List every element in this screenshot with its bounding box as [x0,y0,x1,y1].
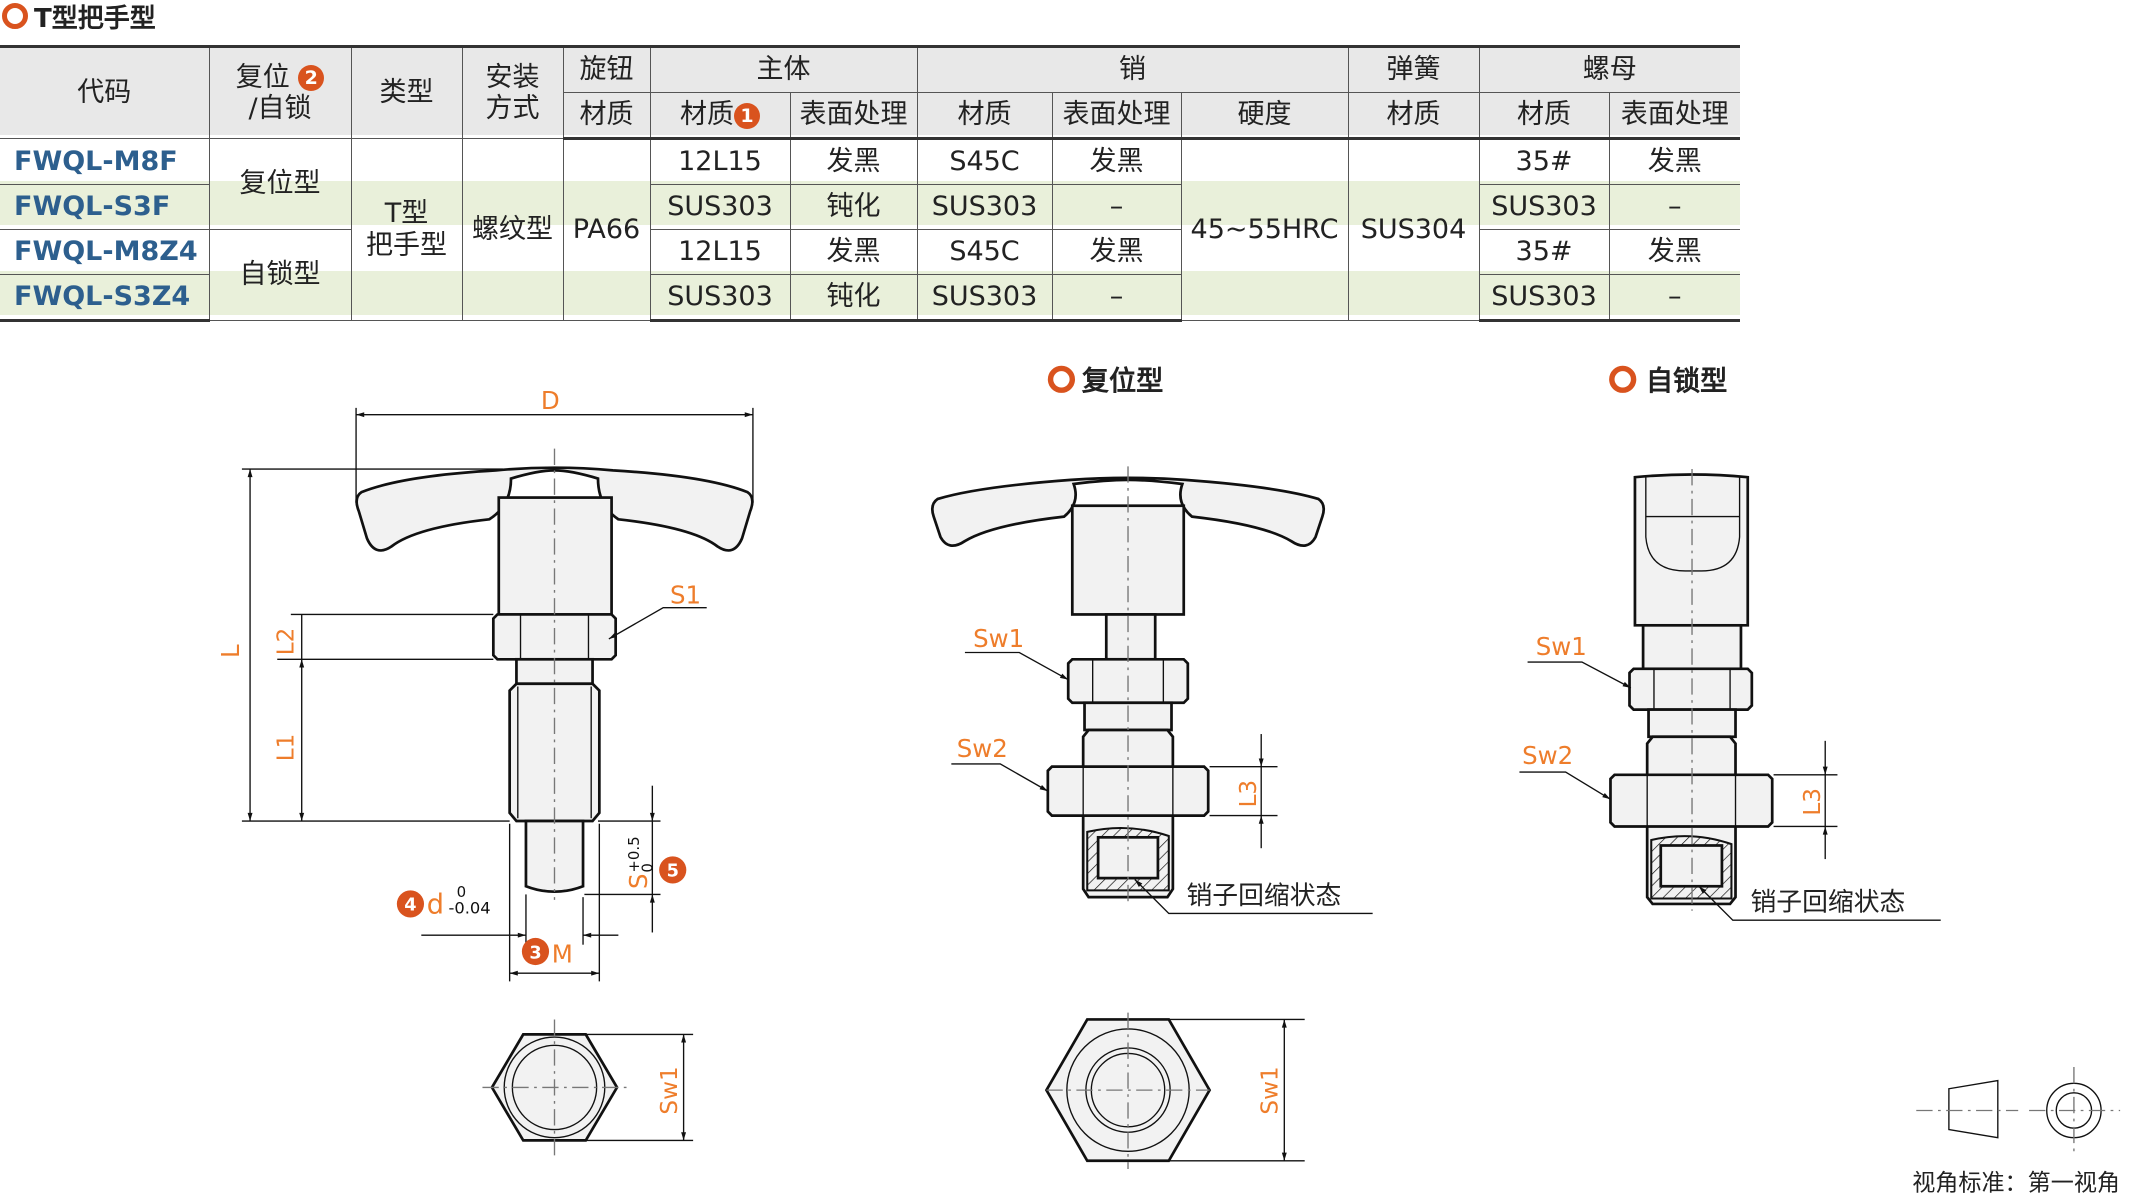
projection-label: 视角标准：第一视角 [1912,1171,2120,1197]
header-spring-material: 材质 [1347,92,1480,140]
label-Sw1-lock: Sw1 [1536,632,1587,661]
nut-material-cell: SUS303 [1478,184,1610,230]
header-pin: 销 [916,45,1349,93]
dim-L2: L2 [274,628,300,656]
reset-type-title: 复位型 [1082,365,1164,397]
label-Sw1: Sw1 [973,624,1024,653]
d-tol-lower: -0.04 [448,898,490,917]
main-end-view: Sw1 [482,1019,694,1156]
header-pin-hardness: 硬度 [1180,92,1349,140]
header-nut-surface: 表面处理 [1608,92,1741,140]
nut-surface-cell: – [1608,184,1741,230]
pin-surface-cell: 发黑 [1051,138,1182,185]
pin-material-cell: SUS303 [916,274,1053,322]
header-pin-material: 材质 [916,92,1053,140]
body-surface-cell: 发黑 [789,229,918,275]
body-surface-cell: 发黑 [789,138,918,185]
table-row: FWQL-M8Z4 自锁型 12L15 发黑 S45C 发黑 35# 发黑 [0,229,1741,321]
ring-bullet-icon [1047,365,1076,393]
ring-bullet-icon [2,3,28,29]
dim-S: S +0.5 0 [624,836,656,889]
reset-type-view: 复位型 Sw1 Sw2 L3 销子回缩状态 Sw1 [930,365,1373,1169]
svg-text:S: S [624,873,653,889]
code-cell: FWQL-M8Z4 [0,229,210,275]
d-tol-upper: 0 [457,883,467,901]
header-knob-material: 材质 [563,92,651,140]
body-material-cell: SUS303 [649,184,791,230]
nut-surface-cell: 发黑 [1608,138,1741,185]
header-nut: 螺母 [1478,45,1741,93]
header-reset-lock: 复位 2/自锁 [208,45,352,139]
pin-material-cell: S45C [916,138,1053,185]
lock-cell: 自锁型 [208,229,352,321]
code-cell: FWQL-M8F [0,138,210,185]
reset-cell: 复位型 [208,138,352,230]
header-nut-material: 材质 [1478,92,1610,140]
pin-surface-cell: – [1051,184,1182,230]
badge-5: 5 [667,862,679,882]
dim-Sw1-end: Sw1 [657,1066,683,1114]
lock-type-title: 自锁型 [1646,365,1728,397]
main-front-view: D L L2 L1 S1 S +0.5 0 5 4 [216,386,754,982]
pin-surface-cell: 发黑 [1051,229,1182,275]
svg-text:0: 0 [638,863,656,873]
section-title: T型把手型 [0,0,156,34]
nut-material-cell: SUS303 [1478,274,1610,322]
pin-surface-cell: – [1051,274,1182,322]
dim-L3-lock: L3 [1800,788,1826,816]
code-cell: FWQL-S3F [0,184,210,230]
body-material-cell: SUS303 [649,274,791,322]
label-Sw2: Sw2 [957,734,1008,763]
body-surface-cell: 钝化 [789,274,918,322]
note-retracted-lock: 销子回缩状态 [1750,888,1905,918]
badge-4: 4 [404,896,416,916]
pin [524,819,585,894]
dim-L3: L3 [1236,780,1262,808]
code-cell: FWQL-S3Z4 [0,274,210,322]
header-type: 类型 [350,45,463,139]
dim-L1: L1 [274,734,300,762]
header-body-surface: 表面处理 [789,92,918,140]
header-knob: 旋钮 [562,45,651,93]
dim-Sw1-end-reset: Sw1 [1258,1066,1284,1114]
table-row: FWQL-S3Z4 SUS303 钝化 SUS303 – SUS303 – [0,274,1741,322]
svg-text:+0.5: +0.5 [625,836,643,872]
table-row: FWQL-M8F 复位型 T型把手型 螺纹型 PA66 12L15 发黑 S45… [0,138,1741,321]
pin-hardness-cell: 45~55HRC [1180,138,1349,321]
ring-bullet-icon [1609,365,1637,393]
spring-material-cell: SUS304 [1347,138,1480,321]
first-angle-projection-symbol: 视角标准：第一视角 [1912,1067,2121,1197]
lock-type-view: 自锁型 Sw1 Sw2 L3 销子回缩状态 [1519,365,1941,921]
body-material-cell: 12L15 [649,229,791,275]
header-mount: 安装方式 [461,45,564,139]
dim-L: L [216,644,245,658]
dim-d: d [427,889,444,920]
dim-M: M [552,939,573,968]
pin-material-cell: SUS303 [916,184,1053,230]
nut-surface-cell: 发黑 [1608,229,1741,275]
mount-cell: 螺纹型 [461,138,564,321]
note-retracted: 销子回缩状态 [1186,881,1341,911]
t-handle [355,466,754,552]
header-spring: 弹簧 [1347,45,1480,93]
badge-3: 3 [529,943,541,963]
badge-1: 1 [734,102,760,129]
dim-D: D [541,386,560,415]
header-row-1: 代码 复位 2/自锁 类型 安装方式 旋钮 主体 销 弹簧 螺母 [0,45,1741,139]
badge-2: 2 [298,65,325,92]
section-title-text: T型把手型 [34,3,156,34]
nut-surface-cell: – [1608,274,1741,322]
pin-material-cell: S45C [916,229,1053,275]
table-row: FWQL-S3F SUS303 钝化 SUS303 – SUS303 – [0,184,1741,230]
nut-material-cell: 35# [1478,229,1610,275]
label-S1: S1 [670,581,701,610]
nut-material-cell: 35# [1478,138,1610,185]
label-Sw2-lock: Sw2 [1522,741,1573,770]
knob-material-cell: PA66 [562,138,651,321]
